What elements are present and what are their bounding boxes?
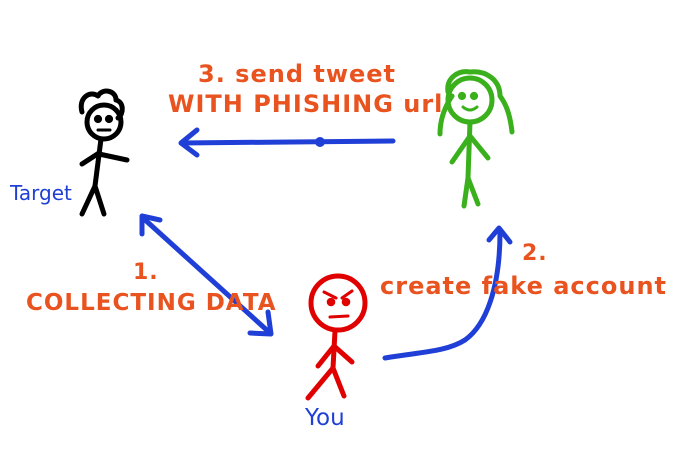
attacker-mouth (328, 314, 350, 319)
step2-number: 2. (522, 241, 548, 266)
step1-number: 1. (133, 260, 159, 285)
target-eye-left (93, 114, 103, 124)
arrow-send-tweet (178, 127, 396, 158)
arrow-send-tweet-head (178, 127, 200, 158)
attacker-arm-right (331, 343, 355, 365)
arrow-create-account-shaft (382, 229, 503, 361)
attacker-head (308, 273, 368, 333)
target-label: Target (10, 181, 72, 205)
attacker-leg-left (305, 365, 336, 401)
fake-body (465, 119, 473, 181)
arrow-create-account-head (486, 225, 513, 245)
fake-arm-right (467, 133, 491, 161)
you-label: You (305, 405, 345, 431)
fake-mouth (461, 105, 479, 112)
attacker-figure (305, 273, 368, 401)
fake-leg-right (465, 175, 481, 207)
arrow-collecting-data-head-start (139, 213, 163, 237)
arrow-collecting-data-shaft (140, 215, 273, 336)
target-leg-left (79, 183, 98, 217)
target-leg-right (92, 183, 107, 217)
step3-label-line1: 3. send tweet (198, 60, 397, 88)
arrow-create-account (382, 225, 513, 361)
target-hair (78, 88, 125, 121)
target-head (84, 102, 124, 142)
fake-arm-left (449, 133, 473, 165)
arrow-send-tweet-dot (315, 137, 325, 147)
target-arm-left (79, 150, 102, 167)
step2-label: create fake account (380, 272, 668, 300)
attacker-eye-right (341, 297, 351, 307)
target-figure (78, 88, 130, 217)
fake-head (445, 75, 495, 125)
attacker-brow-left (322, 290, 338, 300)
attacker-arm-left (315, 343, 337, 369)
attacker-brow-right (340, 289, 354, 300)
arrow-collecting-data (139, 213, 274, 337)
fake-eye-left (457, 91, 467, 101)
attacker-eye-left (326, 297, 336, 307)
attacker-leg-right (330, 365, 347, 399)
arrow-send-tweet-shaft (179, 138, 396, 146)
step3-label-line2: WITH PHISHING url (168, 90, 444, 118)
target-arm-right (96, 151, 130, 163)
target-body (92, 136, 104, 189)
target-eye-right (104, 114, 114, 124)
arrow-collecting-data-head-end (247, 309, 274, 337)
step1-label: COLLECTING DATA (26, 290, 277, 316)
fake-account-figure (437, 69, 515, 209)
fake-eye-right (469, 91, 479, 101)
